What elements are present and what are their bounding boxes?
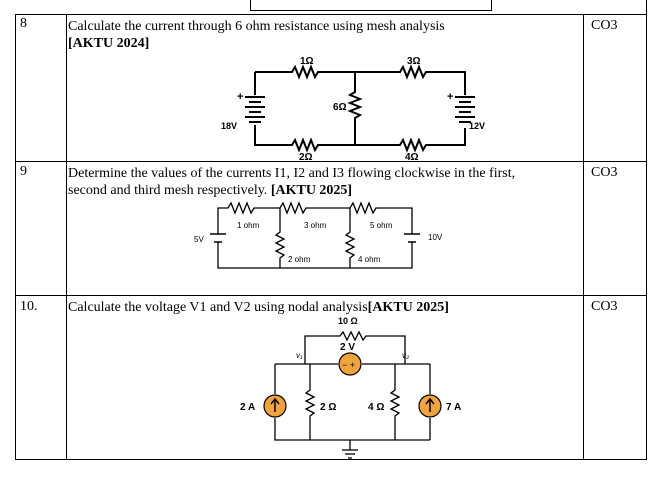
table-border-right — [646, 0, 647, 460]
resistor-label: 5 ohm — [370, 221, 393, 230]
resistor-label: 2Ω — [299, 152, 313, 162]
question-text-line: Calculate the current through 6 ohm resi… — [68, 19, 445, 34]
exam-tag: [AKTU 2024] — [68, 36, 150, 51]
node-label: v₂ — [402, 351, 409, 360]
resistor-label: 3 ohm — [304, 221, 327, 230]
table-row-divider — [15, 295, 647, 296]
source-label: 18V — [221, 121, 237, 131]
question-text: Calculate the voltage V1 and V2 using no… — [68, 299, 580, 316]
resistor-label: 3Ω — [407, 56, 421, 67]
mesh-circuit-diagram: + + 1Ω 3Ω 6Ω 2Ω 4Ω 18V 12V — [221, 56, 485, 162]
source-label: 2 V — [340, 342, 355, 353]
ground-icon — [342, 449, 358, 459]
row-number: 9 — [20, 164, 27, 179]
battery-icon — [455, 96, 475, 123]
battery-icon — [210, 233, 420, 243]
resistor-label: 1Ω — [300, 56, 314, 67]
svg-text:+: + — [447, 91, 453, 103]
resistor-label: 4 ohm — [358, 255, 381, 264]
question-text: Determine the values of the currents I1,… — [68, 165, 580, 199]
source-label: 10V — [428, 233, 443, 242]
voltage-source-icon — [338, 352, 362, 376]
course-outcome: CO3 — [591, 18, 618, 33]
resistor-label: 2 ohm — [288, 255, 311, 264]
table-row-divider — [15, 161, 647, 162]
node-label: v₁ — [296, 351, 303, 360]
question-text-line: Determine the values of the currents I1,… — [68, 166, 516, 181]
source-label: 5V — [194, 235, 204, 244]
question-text: Calculate the current through 6 ohm resi… — [68, 18, 578, 52]
resistor-label: 4Ω — [405, 152, 419, 162]
resistor-label: 2 Ω — [320, 402, 336, 413]
row-number: 10. — [20, 299, 38, 314]
resistor-label: 6Ω — [333, 102, 347, 113]
resistor-label: 1 ohm — [237, 221, 260, 230]
source-label: 7 A — [446, 402, 461, 413]
exam-tag: [AKTU 2025] — [367, 300, 449, 315]
table-column-divider — [66, 14, 67, 460]
course-outcome: CO3 — [591, 299, 618, 314]
battery-icon — [245, 96, 265, 123]
table-row-divider — [15, 14, 647, 15]
source-label: 12V — [469, 121, 485, 131]
resistor-label: 4 Ω — [368, 402, 384, 413]
table-column-divider — [583, 14, 584, 460]
exam-tag: [AKTU 2025] — [270, 183, 353, 198]
previous-figure-edge — [250, 0, 492, 11]
row-number: 8 — [20, 16, 27, 31]
nodal-circuit-diagram: − + 10 Ω v₁ v₂ 2 V 2 A 2 Ω 4 Ω 7 A — [240, 316, 461, 459]
table-border-left — [15, 14, 16, 460]
course-outcome: CO3 — [591, 165, 618, 180]
table-border-bottom — [15, 459, 647, 460]
source-label: 2 A — [240, 402, 255, 413]
question-text-line: second and third mesh respectively. — [68, 183, 268, 198]
resistor-label: 10 Ω — [338, 316, 358, 326]
mesh-circuit-diagram: 1 ohm 3 ohm 5 ohm 2 ohm 4 ohm 5V 10V — [194, 201, 443, 269]
svg-text:− +: − + — [342, 360, 355, 370]
question-text-line: Calculate the voltage V1 and V2 using no… — [68, 300, 368, 315]
svg-text:+: + — [237, 91, 243, 103]
